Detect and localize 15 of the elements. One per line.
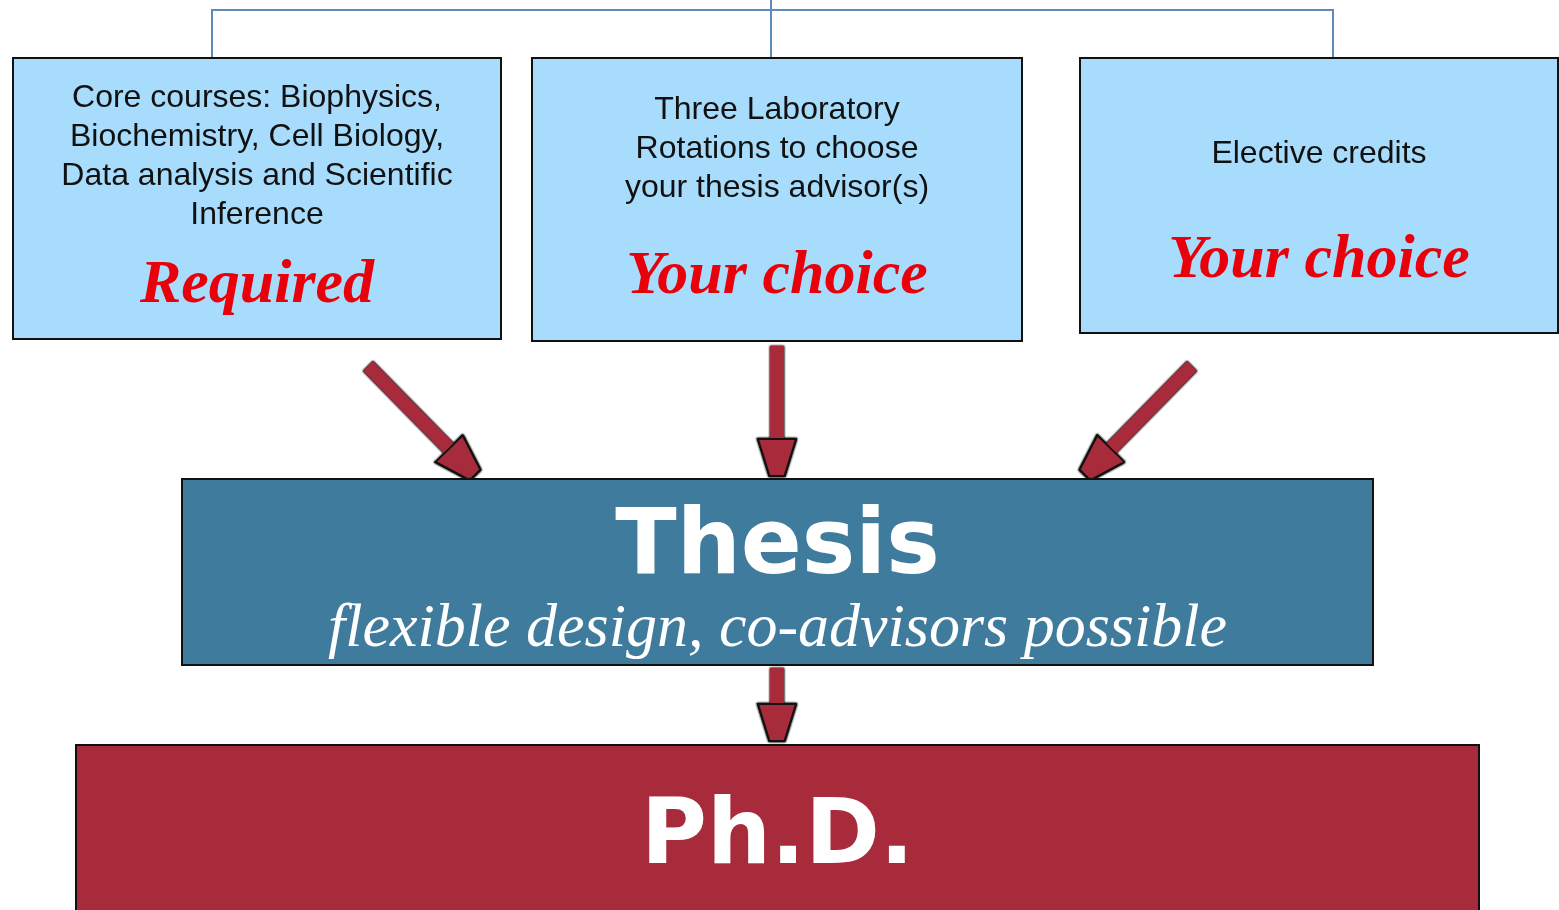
- stage-box: [181, 478, 1374, 666]
- heading-text: Thesis: [615, 494, 940, 590]
- tag-text: Your choice: [626, 237, 928, 308]
- course-box: [12, 57, 502, 340]
- subtitle-text: flexible design, co-advisors possible: [328, 590, 1227, 660]
- tag-text: Your choice: [1168, 221, 1470, 292]
- body-text: Core courses: Biophysics, Biochemistry, Cell Biology, Data analysis and Scientific Inference: [60, 77, 454, 233]
- body-text: Three Laboratory Rotations to choose your thesis advisor(s): [623, 89, 931, 206]
- heading-text: Ph.D.: [640, 784, 915, 880]
- body-text: Elective credits: [1211, 133, 1427, 172]
- course-box: [531, 57, 1023, 342]
- stage-box: [75, 744, 1480, 910]
- tag-text: Required: [139, 246, 375, 317]
- course-box: [1079, 57, 1559, 334]
- connector-line: [770, 0, 1334, 58]
